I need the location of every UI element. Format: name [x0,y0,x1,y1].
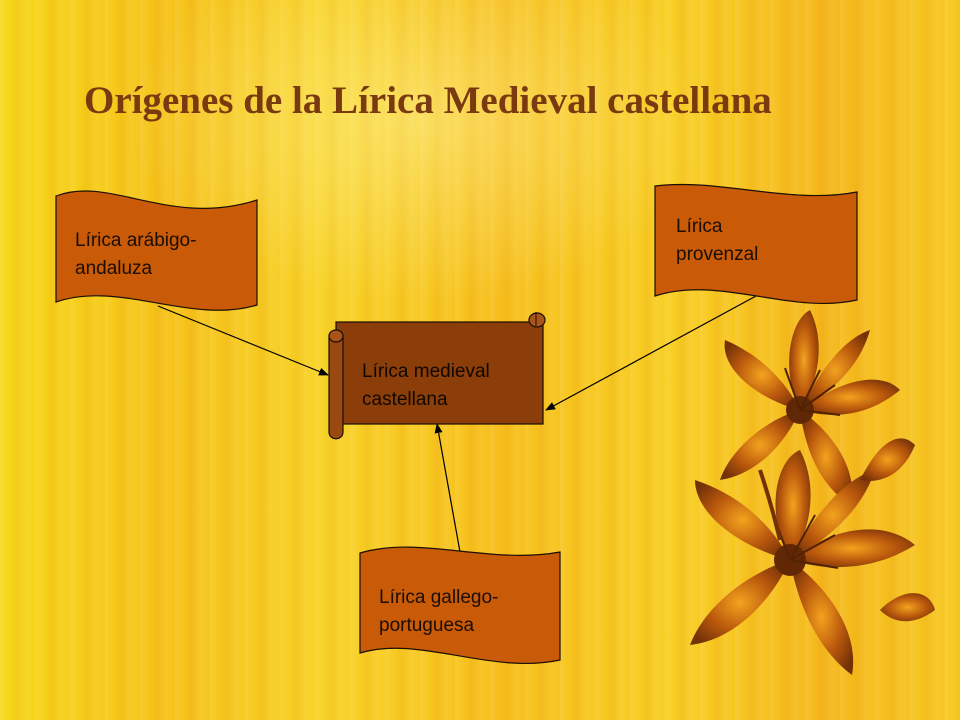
flag-shape-provenzal [654,183,858,304]
flag-shape-gallego [359,546,561,664]
scroll-shape-medieval [328,312,546,440]
arrow-provenzal-to-medieval [545,295,757,411]
lily-flower-image [690,310,935,675]
node-lirica-gallego-portuguesa: Lírica gallego-portuguesa [379,587,499,636]
arrow-arabigo-to-medieval [157,305,329,376]
arrow-gallego-to-medieval [434,423,461,553]
node-lirica-arabigo-andaluza: Lírica arábigo-andaluza [75,230,197,279]
page-title: Orígenes de la Lírica Medieval castellan… [84,79,772,122]
flag-shape-arabigo [55,190,258,311]
